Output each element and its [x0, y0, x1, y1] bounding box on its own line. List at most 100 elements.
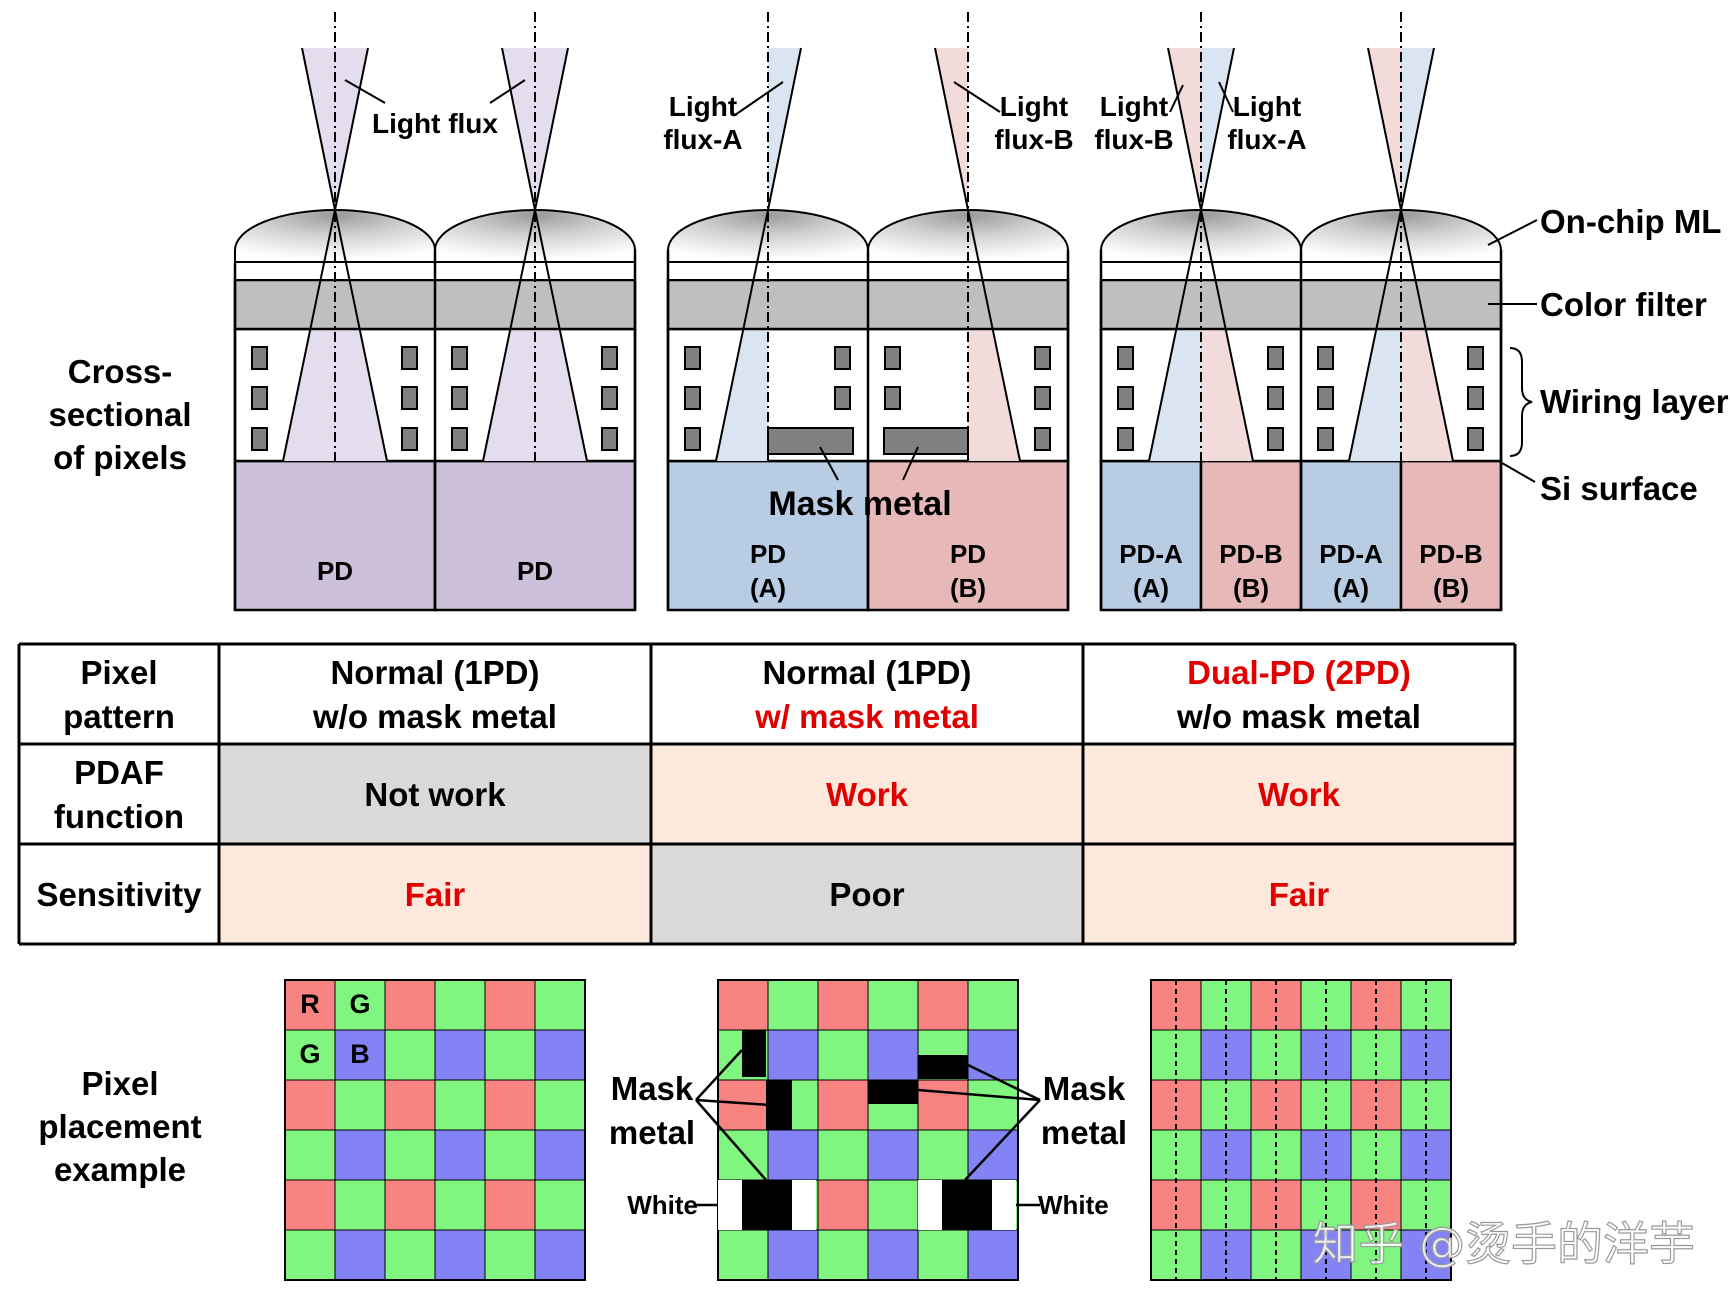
photodiode-b	[866, 459, 1070, 612]
white-pixel	[918, 1180, 942, 1230]
pixel-blue	[867, 1229, 919, 1281]
light-flux-b-label-line2: flux-B	[994, 124, 1073, 155]
pixel-green	[817, 1129, 869, 1181]
mask-metal-right-line1: Mask	[1043, 1070, 1126, 1107]
table-cell-text: Normal (1PD)	[762, 654, 971, 691]
pixel-red	[284, 1079, 336, 1131]
wiring-metal	[684, 346, 1051, 451]
pixel-green	[867, 979, 919, 1031]
si-surface-label: Si surface	[1540, 470, 1698, 507]
grid-letter-g: G	[299, 1039, 320, 1069]
table-row-header: Sensitivity	[36, 876, 202, 913]
pixel-green	[917, 1229, 969, 1281]
pixel-grid-dual-pd	[1150, 979, 1452, 1281]
pixel-blue	[434, 1029, 486, 1081]
cross-section-row-label-line1: Cross-	[68, 353, 173, 390]
mask-metal-block	[868, 1080, 918, 1104]
pixel-blue	[967, 1229, 1019, 1281]
table-cell	[651, 744, 1083, 844]
white-pixel	[718, 1180, 742, 1230]
pixel-red	[1250, 1079, 1302, 1131]
light-flux-a-label-line2: flux-A	[1227, 124, 1306, 155]
table-header-cell	[19, 844, 219, 944]
mask-metal-block	[918, 1055, 968, 1079]
pd-b-label: PD-B	[1419, 539, 1483, 569]
pixel-green	[1300, 979, 1352, 1031]
pixel-blue	[334, 1129, 386, 1181]
pd-label: PD	[517, 556, 553, 586]
pixel-green	[967, 1079, 1019, 1131]
pd-a-label: PD-A	[1319, 539, 1383, 569]
pixel-green	[484, 1029, 536, 1081]
light-flux-a-label-line2: flux-A	[663, 124, 742, 155]
pd-b-label: PD	[950, 539, 986, 569]
pixel-grid-border	[717, 979, 1019, 1281]
table-cell	[219, 744, 651, 844]
pd-b-label: PD-B	[1219, 539, 1283, 569]
pixel-grid-border	[284, 979, 586, 1281]
pixel-green	[284, 1129, 336, 1181]
wiring-metal	[1117, 346, 1484, 451]
pixel-green	[334, 1179, 386, 1231]
table-cell-text: w/ mask metal	[754, 698, 979, 735]
pixel-blue	[534, 1229, 586, 1281]
mask-metal-label: Mask metal	[768, 485, 951, 523]
pd-a-label: PD	[750, 539, 786, 569]
table-cell-text: Fair	[1269, 876, 1330, 913]
mask-callout-lines	[695, 1049, 1041, 1207]
pixel-blue	[334, 1029, 386, 1081]
pixel-green	[534, 1079, 586, 1131]
color-filter-label: Color filter	[1540, 286, 1707, 323]
pd-a-label: PD-A	[1119, 539, 1183, 569]
light-flux-b-label-line1: Light	[1100, 91, 1168, 122]
table-cell	[651, 844, 1083, 944]
table-cell	[219, 844, 651, 944]
mask-metal-block	[766, 1080, 792, 1130]
pixel-red	[917, 979, 969, 1031]
pd-b-sub: (B)	[1233, 573, 1269, 603]
table-cell-text: Work	[1258, 776, 1341, 813]
pixel-red	[1150, 1079, 1202, 1131]
pixel-blue	[767, 1229, 819, 1281]
white-pixel	[792, 1180, 816, 1230]
table-row-header: pattern	[63, 698, 175, 735]
placement-row-label-line1: Pixel	[81, 1065, 158, 1102]
pixel-blue	[334, 1229, 386, 1281]
pixel-red	[384, 979, 436, 1031]
grid-letter-b: B	[350, 1039, 370, 1069]
pixel-red	[817, 1179, 869, 1231]
light-cone-upper	[502, 48, 568, 210]
pixel-blue	[767, 1129, 819, 1181]
pixel-blue	[867, 1029, 919, 1081]
cross-section: Light flux PD PD	[48, 12, 1729, 612]
pixel-blue	[534, 1029, 586, 1081]
pixel-blue	[967, 1129, 1019, 1181]
light-flux-label: Light flux	[372, 108, 498, 139]
pixel-green	[1200, 979, 1252, 1031]
mask-metal-block	[742, 1180, 792, 1230]
pixel-green	[334, 979, 386, 1031]
pixel-green	[1400, 979, 1452, 1031]
table-header-cell	[19, 644, 219, 744]
pixel-green	[767, 979, 819, 1031]
pixel-green	[384, 1129, 436, 1181]
table-cell	[651, 644, 1083, 744]
grid-letter-r: R	[300, 989, 320, 1019]
mask-metal-a	[767, 427, 854, 455]
cross-section-row-label-line2: sectional	[48, 396, 191, 433]
pixel-green	[867, 1179, 919, 1231]
pixel-red	[384, 1079, 436, 1131]
pixel-green	[534, 1179, 586, 1231]
pixel-green	[534, 979, 586, 1031]
light-flux-a-label-line1: Light	[669, 91, 737, 122]
mask-metal-block	[742, 1030, 766, 1077]
table-cell	[1083, 644, 1515, 744]
white-left-label: White	[627, 1190, 698, 1220]
cross-section-row-label-line3: of pixels	[53, 439, 187, 476]
table-row-header: function	[54, 798, 184, 835]
table-cell-text: w/o mask metal	[312, 698, 557, 735]
on-chip-ml-label: On-chip ML	[1540, 203, 1721, 240]
